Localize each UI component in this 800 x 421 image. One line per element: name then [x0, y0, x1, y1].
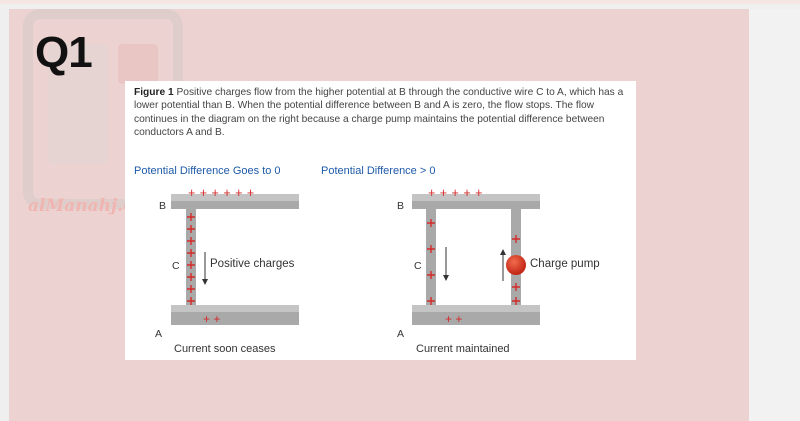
right-margin — [749, 9, 800, 421]
figure-caption: Figure 1 Positive charges flow from the … — [134, 86, 624, 140]
left-arrow-label: Positive charges — [210, 258, 295, 270]
question-label: Q1 — [35, 28, 93, 77]
right-bottom-charges: + + — [445, 312, 463, 326]
right-conductor-a — [412, 311, 540, 325]
left-top-charges: + + + + + + — [188, 186, 255, 200]
right-top-charges: + + + + + — [428, 186, 483, 200]
left-heading: Potential Difference Goes to 0 — [134, 165, 281, 177]
left-label-c: C — [172, 260, 180, 272]
right-wire-c — [426, 209, 436, 311]
right-label-b: B — [397, 200, 405, 212]
right-wire-charges — [427, 219, 520, 305]
right-figure-caption: Current maintained — [416, 343, 510, 355]
top-border — [0, 0, 800, 4]
left-conductor-a — [171, 311, 299, 325]
left-bottom-charges: + + — [203, 312, 221, 326]
left-conductor-b — [171, 201, 299, 209]
left-label-b: B — [159, 200, 167, 212]
figure-card: Figure 1 Positive charges flow from the … — [125, 81, 636, 360]
left-label-a: A — [155, 328, 163, 340]
left-figure-caption: Current soon ceases — [174, 343, 276, 355]
left-wire-c — [186, 209, 196, 311]
pump-label: Charge pump — [530, 258, 600, 270]
right-heading: Potential Difference > 0 — [321, 165, 436, 177]
diagram-svg — [171, 194, 540, 325]
right-conductor-b — [412, 201, 540, 209]
left-wire-charges — [187, 213, 195, 305]
figure-caption-text: Positive charges flow from the higher po… — [134, 87, 624, 139]
right-diagram — [412, 194, 540, 325]
right-label-c: C — [414, 260, 422, 272]
charge-pump — [506, 255, 526, 275]
right-label-a: A — [397, 328, 405, 340]
left-diagram — [171, 194, 299, 325]
figure-caption-label: Figure 1 — [134, 87, 174, 98]
